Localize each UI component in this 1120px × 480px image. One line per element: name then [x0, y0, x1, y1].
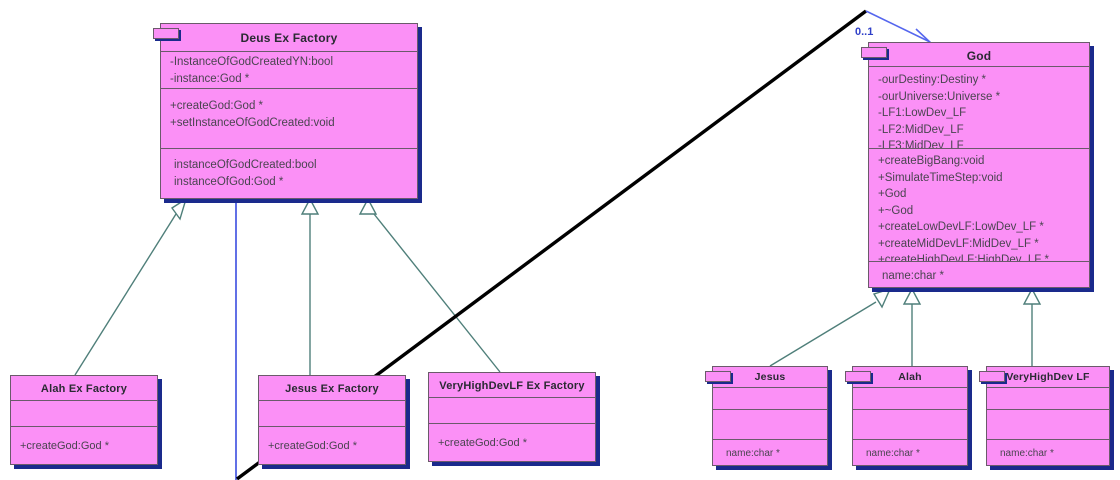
compartment-title: VeryHighDev LF: [987, 367, 1109, 388]
class-box-deus-ex-factory[interactable]: Deus Ex Factory -InstanceOfGodCreatedYN:…: [153, 23, 418, 200]
compartment-attributes: [713, 388, 827, 410]
attribute-line: -LF3:MidDev_LF: [878, 140, 964, 149]
operation-line: +createGod:God *: [20, 440, 109, 452]
compartment-attributes: [987, 388, 1109, 410]
class-name: VeryHighDevLF Ex Factory: [439, 380, 585, 392]
compartment-operations: [987, 410, 1109, 440]
class-box-veryhighdev-lf[interactable]: VeryHighDev LF name:char *: [979, 366, 1110, 467]
class-name: Jesus: [754, 371, 786, 383]
class-tab-icon: [705, 371, 731, 382]
attribute-line: -instance:God *: [170, 72, 250, 85]
operation-line: +God: [878, 188, 907, 200]
attribute-line: -InstanceOfGodCreatedYN:bool: [170, 56, 334, 68]
attribute-line: -ourUniverse:Universe *: [878, 90, 1001, 103]
extra-line: name:char *: [726, 448, 780, 459]
compartment-attributes: [853, 388, 967, 410]
operation-line: +createGod:God *: [268, 440, 357, 452]
operation-line: +createBigBang:void: [878, 155, 985, 167]
compartment-operations: [853, 410, 967, 440]
generalization-jesusexfactory-to-deusexfactory: [300, 197, 320, 376]
generalization-veryhighdevlfexfactory-to-deusexfactory: [358, 197, 501, 373]
extra-line: name:char *: [882, 270, 945, 282]
compartment-attributes: [429, 398, 595, 424]
compartment-title: Jesus: [713, 367, 827, 388]
extra-line: instanceOfGodCreated:bool: [174, 159, 317, 171]
compartment-title: Alah Ex Factory: [11, 376, 157, 401]
operation-line: +~God: [878, 204, 914, 217]
class-tab-icon: [861, 47, 887, 58]
operation-line: +createGod:God *: [170, 100, 264, 112]
extra-line: instanceOfGod:God *: [174, 175, 284, 188]
compartment-extra: name:char *: [869, 262, 1089, 289]
compartment-operations: +createGod:God *: [259, 427, 405, 466]
operation-line: +setInstanceOfGodCreated:void: [170, 116, 335, 129]
compartment-extra: instanceOfGodCreated:bool instanceOfGod:…: [161, 149, 417, 200]
class-tab-icon: [845, 371, 871, 382]
generalization-jesus-to-god: [769, 287, 892, 367]
generalization-alahexfactory-to-deusexfactory: [74, 197, 188, 376]
extra-line: name:char *: [866, 448, 920, 459]
class-name: Alah: [898, 371, 922, 383]
class-box-god[interactable]: God -ourDestiny:Destiny * -ourUniverse:U…: [861, 42, 1090, 289]
attribute-line: -LF1:LowDev_LF: [878, 107, 967, 119]
class-box-alah[interactable]: Alah name:char *: [845, 366, 968, 467]
compartment-extra: name:char *: [713, 440, 827, 467]
class-box-jesus[interactable]: Jesus name:char *: [705, 366, 828, 467]
compartment-operations: [713, 410, 827, 440]
association-arrow-to-god: [865, 10, 934, 46]
class-name: Alah Ex Factory: [40, 383, 128, 395]
compartment-attributes: -InstanceOfGodCreatedYN:bool -instance:G…: [161, 52, 417, 89]
compartment-title: Deus Ex Factory: [161, 24, 417, 52]
attribute-line: -LF2:MidDev_LF: [878, 123, 964, 136]
class-name: VeryHighDev LF: [1006, 371, 1090, 383]
class-box-alah-ex-factory[interactable]: Alah Ex Factory +createGod:God *: [10, 375, 158, 465]
compartment-operations: +createGod:God * +setInstanceOfGodCreate…: [161, 89, 417, 149]
class-name: Jesus Ex Factory: [285, 383, 379, 395]
compartment-attributes: -ourDestiny:Destiny * -ourUniverse:Unive…: [869, 67, 1089, 149]
operation-line: +createLowDevLF:LowDev_LF *: [878, 221, 1044, 233]
operation-line: +SimulateTimeStep:void: [878, 171, 1003, 184]
extra-line: name:char *: [1000, 448, 1054, 459]
compartment-title: Jesus Ex Factory: [259, 376, 405, 401]
operation-line: +createHighDevLF:HighDev_LF *: [878, 254, 1049, 262]
compartment-title: God: [869, 43, 1089, 67]
class-name: Deus Ex Factory: [240, 31, 338, 45]
compartment-extra: name:char *: [987, 440, 1109, 467]
class-name: God: [966, 49, 992, 63]
compartment-operations: +createBigBang:void +SimulateTimeStep:vo…: [869, 149, 1089, 262]
class-tab-icon: [153, 28, 179, 39]
generalization-alah-to-god: [902, 287, 922, 366]
operation-line: +createMidDevLF:MidDev_LF *: [878, 237, 1039, 250]
compartment-attributes: [259, 401, 405, 427]
class-tab-icon: [979, 371, 1005, 382]
operation-line: +createGod:God *: [438, 437, 527, 449]
class-box-veryhighdevlf-ex-factory[interactable]: VeryHighDevLF Ex Factory +createGod:God …: [428, 372, 596, 462]
compartment-operations: +createGod:God *: [11, 427, 157, 466]
compartment-extra: name:char *: [853, 440, 967, 467]
compartment-attributes: [11, 401, 157, 427]
compartment-title: Alah: [853, 367, 967, 388]
compartment-operations: +createGod:God *: [429, 424, 595, 463]
attribute-line: -ourDestiny:Destiny *: [878, 74, 987, 86]
class-box-jesus-ex-factory[interactable]: Jesus Ex Factory +createGod:God *: [258, 375, 406, 465]
multiplicity-label-0-1: 0..1: [855, 26, 874, 38]
compartment-title: VeryHighDevLF Ex Factory: [429, 373, 595, 398]
generalization-veryhighdevlf-to-god: [1022, 287, 1042, 366]
